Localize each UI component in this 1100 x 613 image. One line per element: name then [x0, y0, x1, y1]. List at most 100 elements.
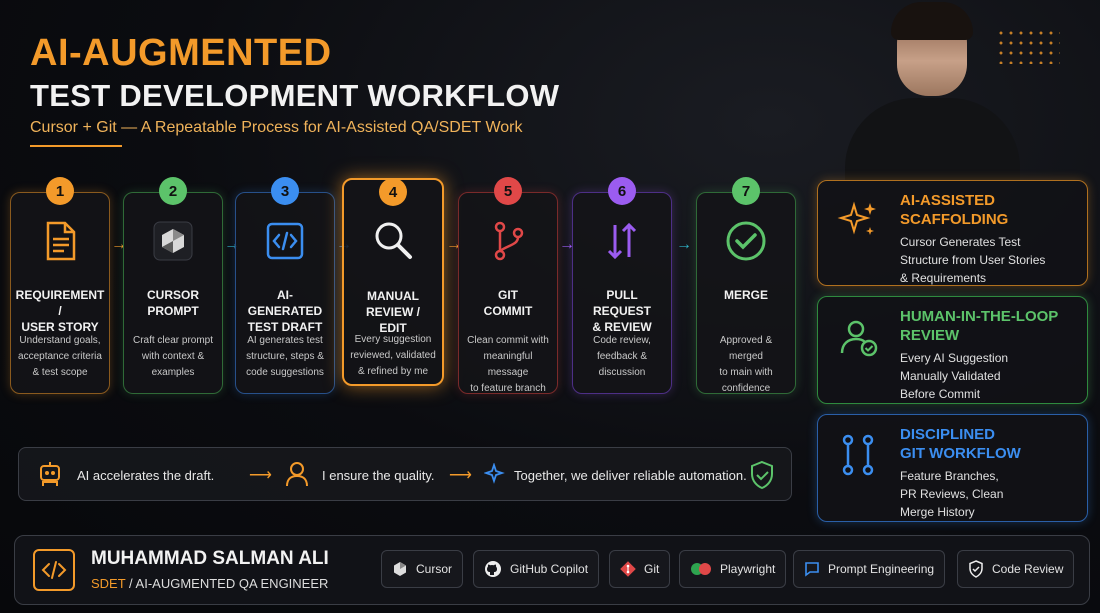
decorative-dots — [996, 28, 1060, 64]
arrow-icon: → — [676, 236, 692, 253]
step-desc: Craft clear prompt — [132, 335, 214, 346]
card-desc: Feature Branches, — [900, 469, 999, 483]
arrow-icon: ⟶ — [449, 467, 472, 484]
chip-label: GitHub Copilot — [510, 562, 589, 576]
step-pull-request: 6 PULL REQUEST& REVIEW Code review,feedb… — [572, 177, 672, 394]
author-role: / AI-AUGMENTED QA ENGINEER — [125, 576, 329, 591]
step-requirement: 1 REQUIREMENT /USER STORY Understand goa… — [10, 177, 110, 394]
github-icon — [485, 561, 501, 577]
step-number: 6 — [608, 177, 636, 205]
arrow-icon: ⟶ — [249, 467, 272, 484]
playwright-icon — [691, 563, 711, 575]
footer-bar: MUHAMMAD SALMAN ALI SDET / AI-AUGMENTED … — [14, 535, 1090, 605]
step-desc: Code review, — [593, 335, 651, 346]
chip-label: Cursor — [416, 562, 453, 576]
chip-label: Code Review — [992, 562, 1064, 576]
step-desc: & test scope — [32, 367, 88, 378]
step-label: COMMIT — [483, 304, 533, 318]
step-number: 5 — [494, 177, 522, 205]
step-desc: examples — [151, 367, 195, 378]
step-number: 2 — [159, 177, 187, 205]
step-desc: reviewed, validated — [350, 350, 436, 361]
step-number: 1 — [46, 177, 74, 205]
user-icon — [284, 460, 310, 491]
step-desc: code suggestions — [246, 367, 324, 378]
chip-label: Prompt Engineering — [828, 562, 935, 576]
step-label: USER STORY — [21, 320, 99, 334]
step-label: AI-GENERATED — [247, 288, 323, 318]
cursor-logo-icon — [394, 562, 406, 576]
check-circle-icon — [724, 219, 768, 263]
step-label: GIT — [498, 288, 518, 302]
step-desc: AI generates test — [247, 335, 323, 346]
cursor-logo-icon — [151, 219, 195, 263]
step-number: 7 — [732, 177, 760, 205]
step-manual-review: 4 MANUAL REVIEW / EDIT Every suggestion re… — [342, 178, 444, 386]
step-ai-draft: 3 AI-GENERATED TEST DRAFT AI generates te… — [235, 177, 335, 394]
step-label: MERGE — [723, 288, 768, 302]
step-desc: structure, steps & — [246, 351, 324, 362]
step-desc: Every suggestion — [354, 334, 432, 345]
chip-cursor: Cursor — [381, 550, 464, 588]
shield-check-icon — [969, 560, 983, 578]
step-desc: to feature branch — [470, 383, 546, 394]
card-git-workflow: DISCIPLINED GIT WORKFLOW Feature Branches… — [817, 414, 1088, 522]
subtitle: Cursor + Git — A Repeatable Process for … — [30, 119, 523, 136]
magnifier-icon — [371, 218, 415, 262]
card-desc: Before Commit — [900, 387, 981, 401]
card-desc: Cursor Generates Test — [900, 235, 1021, 249]
step-desc: Approved & merged — [719, 335, 773, 362]
chat-icon — [805, 562, 819, 577]
step-label: PROMPT — [147, 304, 199, 318]
step-label: PULL REQUEST — [592, 288, 651, 318]
step-number: 4 — [379, 178, 407, 206]
title-line-1: AI-AUGMENTED — [30, 32, 332, 74]
card-desc: & Requirements — [900, 271, 987, 285]
card-title: GIT WORKFLOW — [900, 445, 1021, 462]
step-desc: acceptance criteria — [18, 351, 102, 362]
arrow-icon: → — [559, 236, 575, 253]
card-title: SCAFFOLDING — [900, 211, 1009, 228]
chip-label: Git — [644, 562, 660, 576]
chip-git: Git — [609, 550, 671, 588]
ai-robot-icon — [37, 460, 63, 491]
step-label: MANUAL REVIEW / — [365, 289, 420, 319]
step-label: CURSOR — [146, 288, 199, 302]
sparkles-icon — [836, 199, 880, 243]
sparkle-icon — [483, 461, 506, 488]
code-file-icon — [263, 219, 307, 263]
git-branch-icon — [486, 219, 530, 263]
chip-playwright: Playwright — [679, 550, 787, 588]
step-desc: discussion — [598, 367, 646, 378]
tagline-part-1: AI accelerates the draft. — [77, 467, 215, 483]
chip-prompt-engineering: Prompt Engineering — [793, 550, 946, 588]
step-desc: confidence — [721, 383, 771, 394]
step-desc: & refined by me — [357, 366, 429, 377]
git-icon — [620, 561, 636, 577]
card-desc: Manually Validated — [900, 369, 1001, 383]
card-desc: Merge History — [900, 505, 975, 519]
step-label: EDIT — [379, 321, 407, 335]
card-title: REVIEW — [900, 327, 960, 344]
author-portrait — [825, 0, 1035, 180]
step-desc: Clean commit with — [467, 335, 549, 346]
user-check-icon — [836, 315, 880, 359]
card-title: HUMAN-IN-THE-LOOP — [900, 308, 1059, 325]
step-label: TEST DRAFT — [247, 320, 323, 334]
title-line-2: TEST DEVELOPMENT WORKFLOW — [30, 78, 560, 113]
chip-code-review: Code Review — [957, 550, 1075, 588]
card-title: DISCIPLINED — [900, 426, 996, 443]
tagline-bar: AI accelerates the draft. ⟶ I ensure the… — [18, 447, 792, 501]
step-number: 3 — [271, 177, 299, 205]
code-icon — [33, 549, 75, 591]
shield-check-icon — [749, 448, 775, 502]
document-icon — [38, 219, 82, 263]
pull-request-icon — [600, 219, 644, 263]
author-name: MUHAMMAD SALMAN ALI — [91, 548, 329, 569]
git-branches-icon — [836, 433, 880, 477]
title-underline — [30, 145, 122, 147]
